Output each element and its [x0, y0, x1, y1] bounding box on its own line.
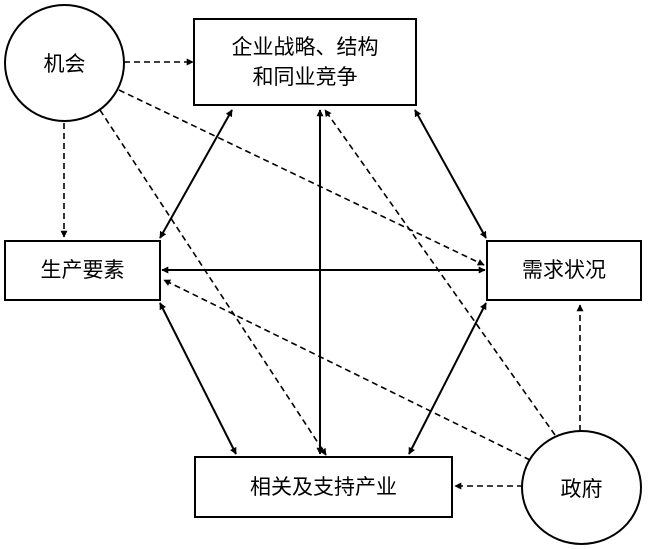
factor-conditions-box: 生产要素 [4, 240, 161, 301]
link-government-strategy [324, 109, 556, 436]
strategy-structure-box: 企业战略、结构 和同业竞争 [193, 18, 417, 106]
link-chance-related [99, 109, 327, 456]
chance-circle: 机会 [4, 4, 125, 122]
related-industries-label: 相关及支持产业 [250, 474, 397, 499]
demand-conditions-label: 需求状况 [522, 258, 606, 283]
link-chance-demand [118, 89, 485, 266]
demand-conditions-box: 需求状况 [486, 240, 642, 301]
link-factors-related [159, 302, 237, 455]
link-strategy-factors [159, 109, 233, 239]
related-industries-box: 相关及支持产业 [194, 456, 453, 518]
chance-label: 机会 [43, 52, 86, 76]
strategy-label-line1: 企业战略、结构 [231, 34, 379, 59]
link-government-factors [163, 279, 531, 461]
government-label: 政府 [560, 476, 603, 501]
factor-conditions-label: 生产要素 [40, 258, 125, 283]
government-circle: 政府 [521, 430, 642, 545]
link-strategy-demand [414, 109, 487, 239]
link-demand-related [408, 302, 487, 455]
strategy-label-line2: 和同业竞争 [252, 65, 358, 89]
